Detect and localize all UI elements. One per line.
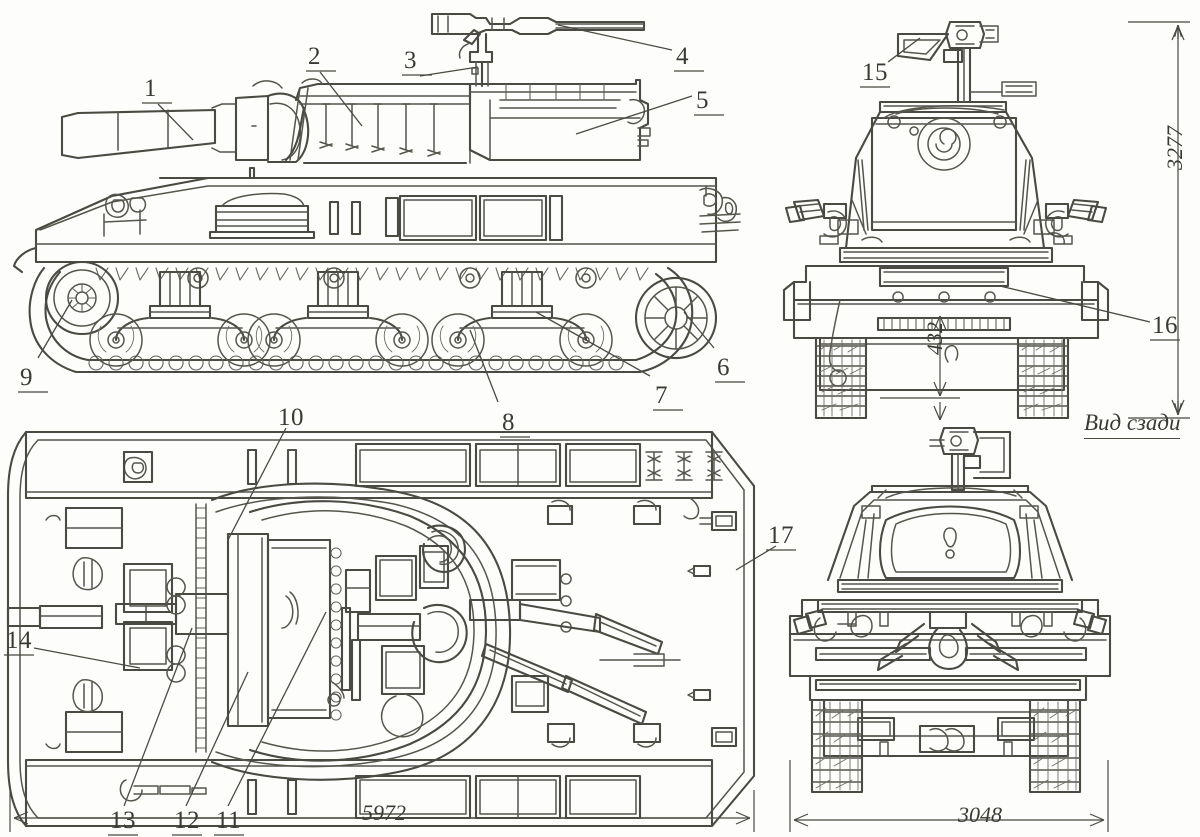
track-right-front: [1016, 336, 1070, 420]
callout-leader-11: [227, 611, 327, 807]
bogie-assembly: [89, 270, 613, 367]
callout-number-8: 8: [502, 409, 515, 436]
callout-leader-3: [419, 66, 479, 77]
front-compartment-plan: [6, 503, 207, 754]
callout-leader-16: [999, 285, 1151, 323]
callout-leader-2: [319, 71, 363, 127]
callout-leader-12: [185, 671, 249, 807]
dimension-overall-length: 5972: [362, 800, 406, 825]
track-left-rear: [810, 698, 864, 794]
callout-leader-6: [683, 311, 715, 349]
front-view-group: [782, 20, 1110, 420]
callout-number-4: 4: [676, 43, 689, 70]
callout-leader-17: [735, 545, 777, 571]
track-and-suspension: [28, 261, 718, 374]
callout-number-11: 11: [216, 807, 242, 834]
callout-leader-7: [535, 311, 651, 377]
callout-number-1: 1: [144, 75, 157, 102]
turret-bustle: [468, 78, 651, 162]
dimension-overall-width: 3048: [958, 802, 1002, 827]
callout-leader-14: [33, 647, 141, 669]
callout-number-2: 2: [308, 43, 321, 70]
track-left-front: [814, 336, 868, 420]
callout-number-7: 7: [655, 382, 668, 409]
callout-leader-9: [37, 299, 73, 359]
callout-number-13: 13: [110, 807, 136, 834]
callout-number-12: 12: [174, 807, 200, 834]
engine-deck-grills-top: [122, 442, 723, 488]
callout-number-9: 9: [20, 364, 33, 391]
callout-number-3: 3: [404, 47, 417, 74]
track-right-rear: [1028, 698, 1082, 794]
callout-leader-1: [157, 103, 194, 141]
side-view-group: [12, 12, 741, 374]
callout-leader-4: [557, 24, 673, 51]
turret-side: [284, 78, 472, 165]
callout-number-5: 5: [696, 87, 709, 114]
dimension-lines: [9, 21, 1190, 832]
callout-number-15: 15: [862, 59, 888, 86]
callout-number-17: 17: [768, 522, 794, 549]
callout-number-14: 14: [6, 627, 32, 654]
aa-gun-rear: [929, 426, 1012, 492]
callout-leader-15: [887, 37, 921, 63]
turret-plan: [114, 482, 512, 781]
antiaircraft-machine-gun: [430, 12, 646, 88]
callout-leader-5: [575, 95, 693, 135]
rear-view-group: [788, 426, 1112, 794]
plan-view-group: [6, 430, 756, 828]
gun-barrel: [60, 94, 270, 162]
callout-leaders: [4, 24, 1180, 836]
callout-leader-13: [123, 627, 193, 807]
callout-number-16: 16: [1152, 312, 1178, 339]
callout-number-10: 10: [278, 404, 304, 431]
dimension-overall-height: 3277: [1162, 126, 1187, 170]
rear-deck-equipment-plan: [468, 497, 738, 748]
hull-side: [12, 166, 741, 274]
callout-leader-8: [469, 329, 499, 403]
aa-gun-front: [896, 20, 1037, 104]
callout-leader-10: [227, 427, 287, 541]
dimension-ground-clearance: 432: [922, 322, 947, 355]
rear-view-title: Вид сзади: [1084, 410, 1181, 439]
callout-number-6: 6: [717, 354, 730, 381]
